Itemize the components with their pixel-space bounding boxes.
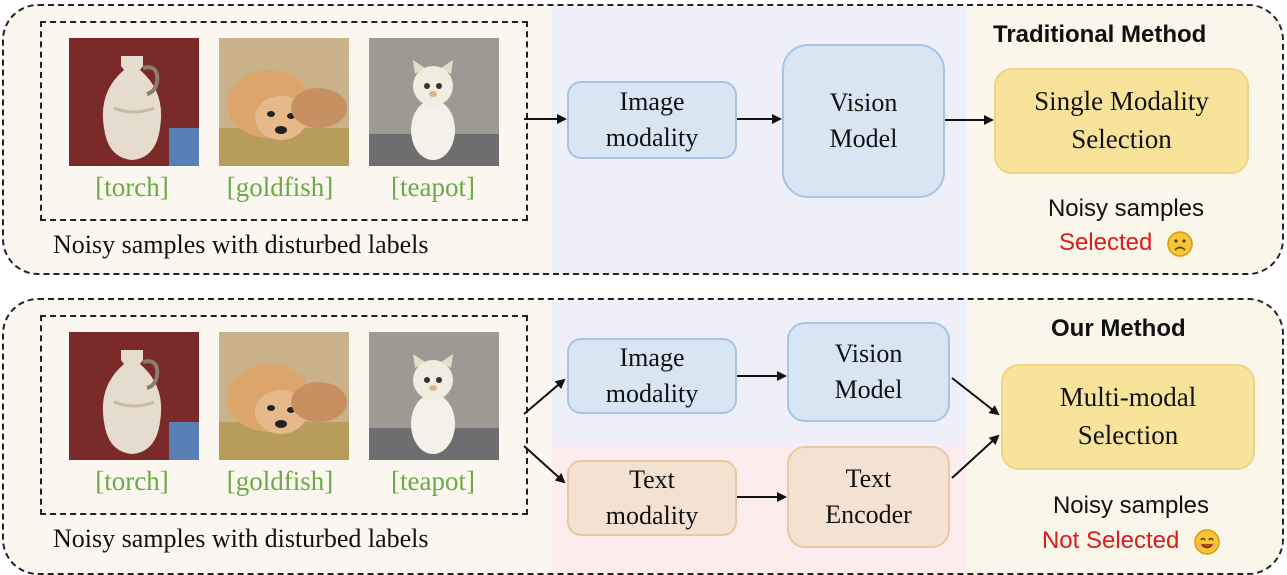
text-encoder-label: Text Encoder (825, 463, 912, 529)
multi-modal-selection-node: Multi-modal Selection (1001, 364, 1255, 470)
image-modality-label: Image modality (605, 86, 699, 152)
arrow-encoder-to-multimodal (951, 434, 1000, 479)
vase-image (69, 38, 199, 166)
sample-label-teapot: [teapot] (391, 466, 475, 496)
dog-image (219, 332, 349, 460)
vision-model-node: Vision Model (782, 44, 945, 198)
status-not-selected-text: Not Selected (1041, 527, 1180, 554)
samples-caption-bottom: Noisy samples with disturbed labels (53, 524, 429, 553)
cat-image (369, 332, 499, 460)
image-modality-label-bottom: Image modality (605, 342, 699, 408)
smile-face-icon (1194, 528, 1220, 555)
arrow-samples-to-text-bottom (523, 445, 566, 484)
our-method-heading: Our Method (1051, 315, 1186, 342)
sample-label-torch: [torch] (95, 466, 169, 496)
arrow-samples-to-image-bottom (523, 378, 566, 415)
text-modality-label: Text modality (605, 464, 699, 530)
noisy-samples-text: Noisy samples (1047, 195, 1205, 222)
traditional-method-heading: Traditional Method (993, 21, 1207, 48)
status-selected: Selected (996, 229, 1256, 257)
sample-label-torch: [torch] (95, 172, 169, 202)
cat-image (369, 38, 499, 166)
vase-image (69, 332, 199, 460)
noisy-samples-text-bottom: Noisy samples (1052, 492, 1210, 519)
single-modality-selection-node: Single Modality Selection (994, 68, 1249, 174)
samples-caption: Noisy samples with disturbed labels (53, 230, 429, 259)
vision-model-node-bottom: Vision Model (787, 322, 950, 422)
vision-model-label-bottom: Vision Model (834, 338, 903, 404)
status-selected-text: Selected (1058, 229, 1153, 256)
arrow-vision-to-multimodal (951, 377, 1000, 416)
text-modality-node: Text modality (567, 460, 737, 536)
vision-model-label: Vision Model (829, 87, 898, 153)
image-modality-node-bottom: Image modality (567, 338, 737, 414)
noisy-samples-box-bottom (40, 315, 528, 515)
sample-label-goldfish: [goldfish] (226, 466, 334, 496)
dog-image (219, 38, 349, 166)
sad-face-icon (1167, 230, 1193, 257)
multi-modal-selection-label: Multi-modal Selection (1059, 382, 1197, 450)
status-not-selected: Not Selected (1001, 527, 1261, 555)
single-modality-selection-label: Single Modality Selection (1034, 86, 1209, 154)
sample-label-goldfish: [goldfish] (226, 172, 334, 202)
noisy-samples-box (40, 21, 528, 221)
image-modality-node: Image modality (567, 81, 737, 159)
text-encoder-node: Text Encoder (787, 446, 950, 548)
sample-label-teapot: [teapot] (391, 172, 475, 202)
